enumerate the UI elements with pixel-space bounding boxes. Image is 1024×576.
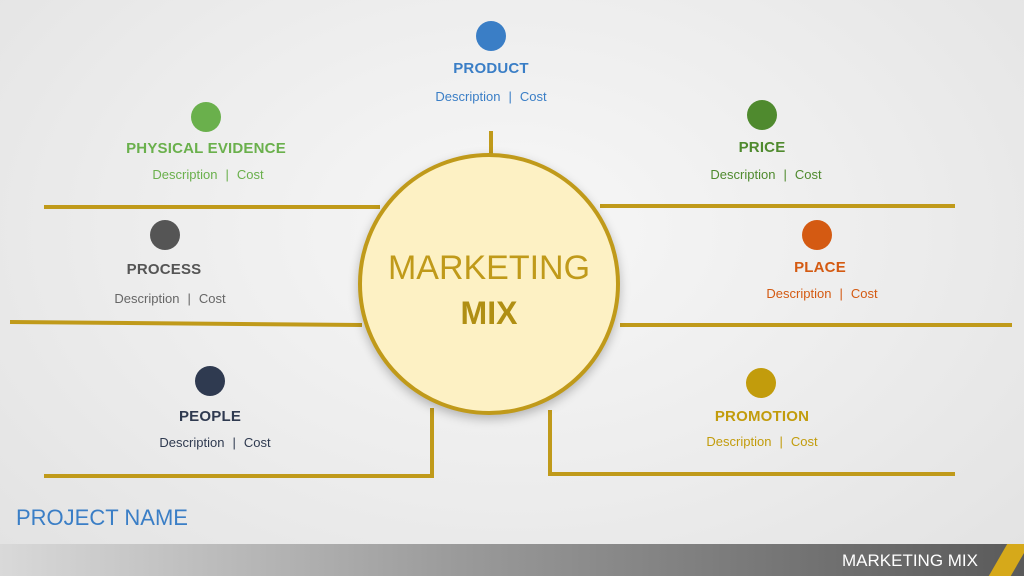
product-dot-icon — [476, 21, 506, 51]
promotion-dot-icon — [746, 368, 776, 398]
price-description-cost: Description | Cost — [710, 167, 821, 182]
place-cost: Cost — [850, 286, 878, 301]
process-title: PROCESS — [126, 261, 202, 278]
project-name: PROJECT NAME — [16, 505, 188, 530]
connector-process — [9, 320, 363, 327]
physical-evidence-separator: | — [225, 167, 229, 182]
place-separator: | — [839, 286, 843, 301]
place-dot-icon — [802, 220, 832, 250]
promotion-cost: Cost — [790, 434, 818, 449]
footer-bar: MARKETING MIX — [0, 544, 1024, 576]
footer-accent-stripe — [988, 544, 1024, 576]
price-separator: | — [783, 167, 787, 182]
price-description: Description — [710, 167, 776, 182]
people-cost: Cost — [243, 435, 271, 450]
people-title: PEOPLE — [178, 408, 242, 425]
promotion-description: Description — [706, 434, 772, 449]
physical-evidence-description: Description — [152, 167, 218, 182]
product-cost: Cost — [519, 89, 547, 104]
hub-title-line1: MARKETING — [387, 249, 591, 287]
connector-people — [44, 408, 434, 478]
people-description: Description — [159, 435, 225, 450]
place-title: PLACE — [794, 259, 846, 276]
process-dot-icon — [150, 220, 180, 250]
price-cost: Cost — [794, 167, 822, 182]
price-title: PRICE — [738, 139, 786, 156]
physical-evidence-description-cost: Description | Cost — [152, 167, 263, 182]
place-description: Description — [766, 286, 832, 301]
footer-title: MARKETING MIX — [841, 551, 978, 570]
people-dot-icon — [195, 366, 225, 396]
people-separator: | — [232, 435, 236, 450]
physical-evidence-title: PHYSICAL EVIDENCE — [126, 140, 286, 157]
physical-evidence-cost: Cost — [236, 167, 264, 182]
people-description-cost: Description | Cost — [159, 435, 270, 450]
product-description: Description — [435, 89, 501, 104]
connector-promotion — [548, 410, 955, 476]
process-description: Description — [114, 291, 180, 306]
product-separator: | — [508, 89, 512, 104]
promotion-description-cost: Description | Cost — [706, 434, 817, 449]
promotion-title: PROMOTION — [714, 408, 810, 425]
process-cost: Cost — [198, 291, 226, 306]
hub-title-line2: MIX — [460, 295, 518, 331]
product-title: PRODUCT — [453, 60, 529, 77]
price-dot-icon — [747, 100, 777, 130]
promotion-separator: | — [779, 434, 783, 449]
process-separator: | — [187, 291, 191, 306]
product-description-cost: Description | Cost — [435, 89, 546, 104]
place-description-cost: Description | Cost — [766, 286, 877, 301]
marketing-mix-hub: MARKETING MIX — [358, 153, 620, 415]
physical-evidence-dot-icon — [191, 102, 221, 132]
process-description-cost: Description | Cost — [114, 291, 225, 306]
